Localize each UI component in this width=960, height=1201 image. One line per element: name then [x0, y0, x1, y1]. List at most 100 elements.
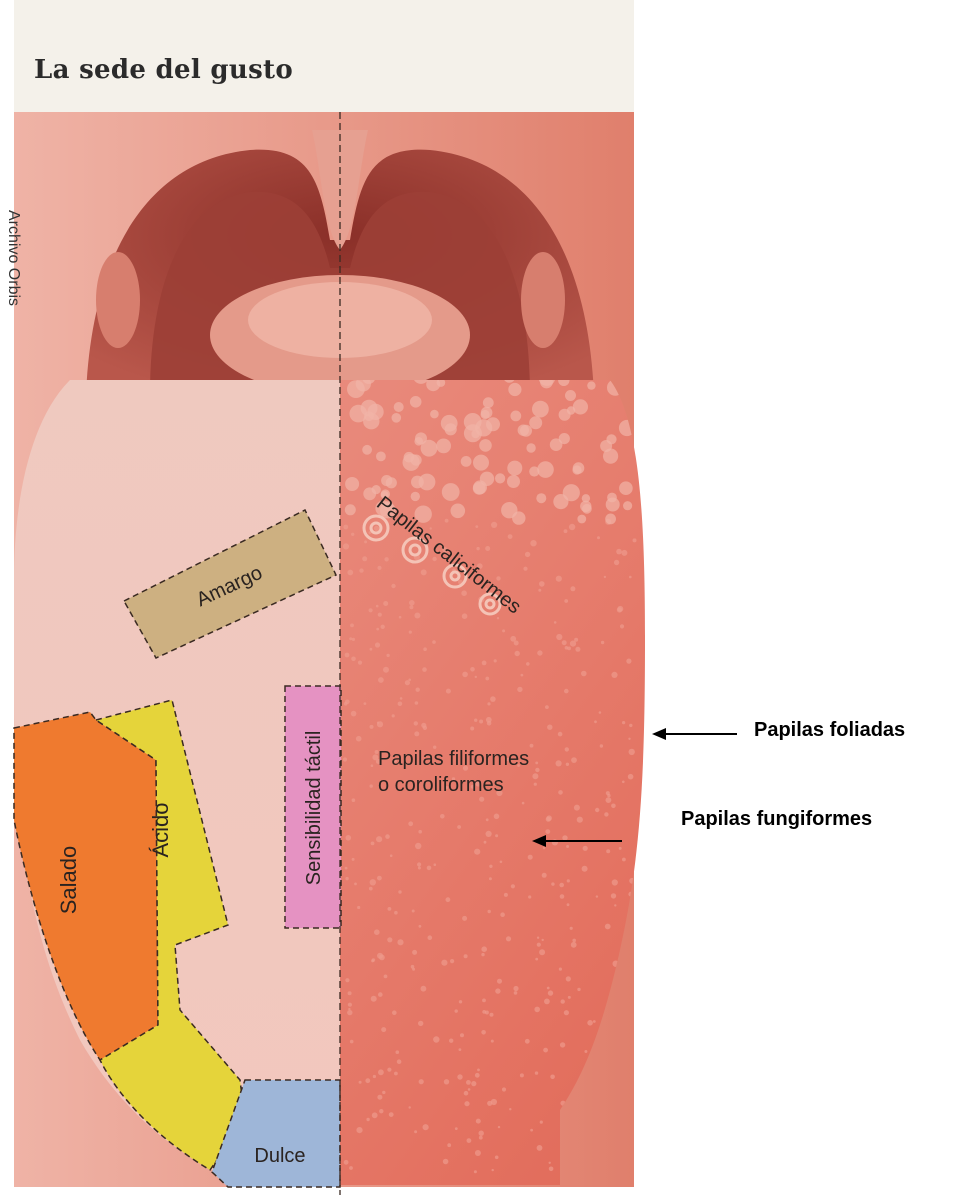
papilla-dot — [457, 825, 461, 829]
papilla-dot — [525, 552, 530, 557]
papilla-dot — [345, 867, 348, 870]
papilla-dot — [526, 443, 535, 452]
papilla-dot — [535, 1071, 538, 1074]
papilla-dot — [565, 390, 576, 401]
papilla-dot — [569, 524, 575, 530]
papilla-dot — [621, 550, 627, 556]
papilla-dot — [562, 835, 567, 840]
papilla-dot — [537, 937, 539, 939]
papilla-dot — [345, 978, 349, 982]
papilla-dot — [545, 829, 550, 834]
papilla-dot — [430, 410, 439, 419]
papilla-dot — [629, 576, 632, 579]
papilla-dot — [441, 960, 447, 966]
papilla-dot — [536, 493, 546, 503]
right-tonsil — [521, 252, 565, 348]
papilla-dot — [394, 911, 398, 915]
papilla-dot — [411, 492, 420, 501]
papilla-dot — [476, 1119, 481, 1124]
papilla-dot — [616, 549, 622, 555]
papilla-dot — [532, 401, 549, 418]
papilla-dot — [507, 461, 522, 476]
papilla-dot — [535, 958, 538, 961]
papilla-dot — [556, 634, 562, 640]
papilla-dot — [350, 1040, 354, 1044]
papilla-dot — [508, 383, 521, 396]
papilla-dot — [434, 863, 437, 866]
papilla-dot — [386, 654, 389, 657]
papilla-dot — [507, 475, 520, 488]
papilla-dot — [421, 569, 427, 575]
papilla-dot — [622, 858, 626, 862]
papilla-dot — [550, 1075, 555, 1080]
papilla-dot — [356, 1127, 362, 1133]
papilla-dot — [556, 760, 562, 766]
papilla-dot — [374, 929, 380, 935]
papilla-dot — [564, 599, 568, 603]
papilla-dot — [370, 725, 374, 729]
papilla-dot — [510, 411, 521, 422]
papilla-dot — [622, 721, 625, 724]
papilla-dot — [481, 410, 490, 419]
papilla-dot — [378, 613, 382, 617]
papilla-dot — [461, 590, 467, 596]
papilla-dot — [566, 976, 571, 981]
papilla-dot — [359, 1081, 362, 1084]
papilla-dot — [364, 702, 367, 705]
papilla-dot — [603, 449, 618, 464]
papilla-dot — [574, 805, 580, 811]
papilla-dot — [605, 514, 616, 525]
papilla-dot — [427, 866, 432, 871]
papilla-dot — [604, 812, 608, 816]
papilla-dot — [537, 943, 541, 947]
papilla-dot — [614, 560, 619, 565]
left-tonsil — [96, 252, 140, 348]
papilla-dot — [422, 667, 427, 672]
papilla-dot — [564, 529, 568, 533]
papilla-dot — [409, 1106, 411, 1108]
papilla-dot — [564, 689, 569, 694]
papilla-dot — [485, 677, 489, 681]
papilla-dot — [495, 834, 498, 837]
papilla-dot — [492, 1169, 494, 1171]
papilla-dot — [383, 601, 388, 606]
papilla-dot — [537, 650, 542, 655]
papilla-dot — [495, 1156, 499, 1160]
papilla-dot — [382, 1091, 385, 1094]
papilla-dot — [447, 1143, 451, 1147]
papilla-dot — [357, 906, 360, 909]
papilla-dot — [537, 461, 554, 478]
papilla-dot — [481, 953, 484, 956]
papilla-dot — [474, 1170, 477, 1173]
papilla-dot — [629, 878, 635, 884]
papilla-dot — [479, 720, 483, 724]
papilla-dot — [489, 865, 492, 868]
papilla-dot — [479, 1136, 483, 1140]
papilla-dot — [398, 890, 401, 893]
papilla-dot — [620, 624, 624, 628]
papilla-dot — [376, 836, 382, 842]
papilla-dot — [628, 774, 634, 780]
papilla-dot — [607, 794, 610, 797]
papilla-dot — [560, 894, 565, 899]
papilla-dot — [370, 879, 376, 885]
papilla-dot — [500, 861, 503, 864]
papilla-dot — [378, 677, 384, 683]
papilla-dot — [400, 697, 403, 700]
papilla-dot — [571, 942, 577, 948]
papilla-dot — [372, 958, 376, 962]
papilla-dot — [436, 439, 451, 454]
papilla-dot — [471, 1081, 476, 1086]
papilla-dot — [487, 721, 492, 726]
papilla-dot — [421, 723, 426, 728]
papilla-dot — [500, 912, 505, 917]
papilla-dot — [486, 818, 489, 821]
papilla-dot — [369, 887, 373, 891]
papilla-dot — [570, 641, 576, 647]
papilla-dot — [345, 653, 350, 658]
papilla-dot — [365, 1078, 370, 1083]
papilla-dot — [611, 672, 617, 678]
papilla-dot — [570, 586, 575, 591]
papilla-dot — [484, 841, 487, 844]
